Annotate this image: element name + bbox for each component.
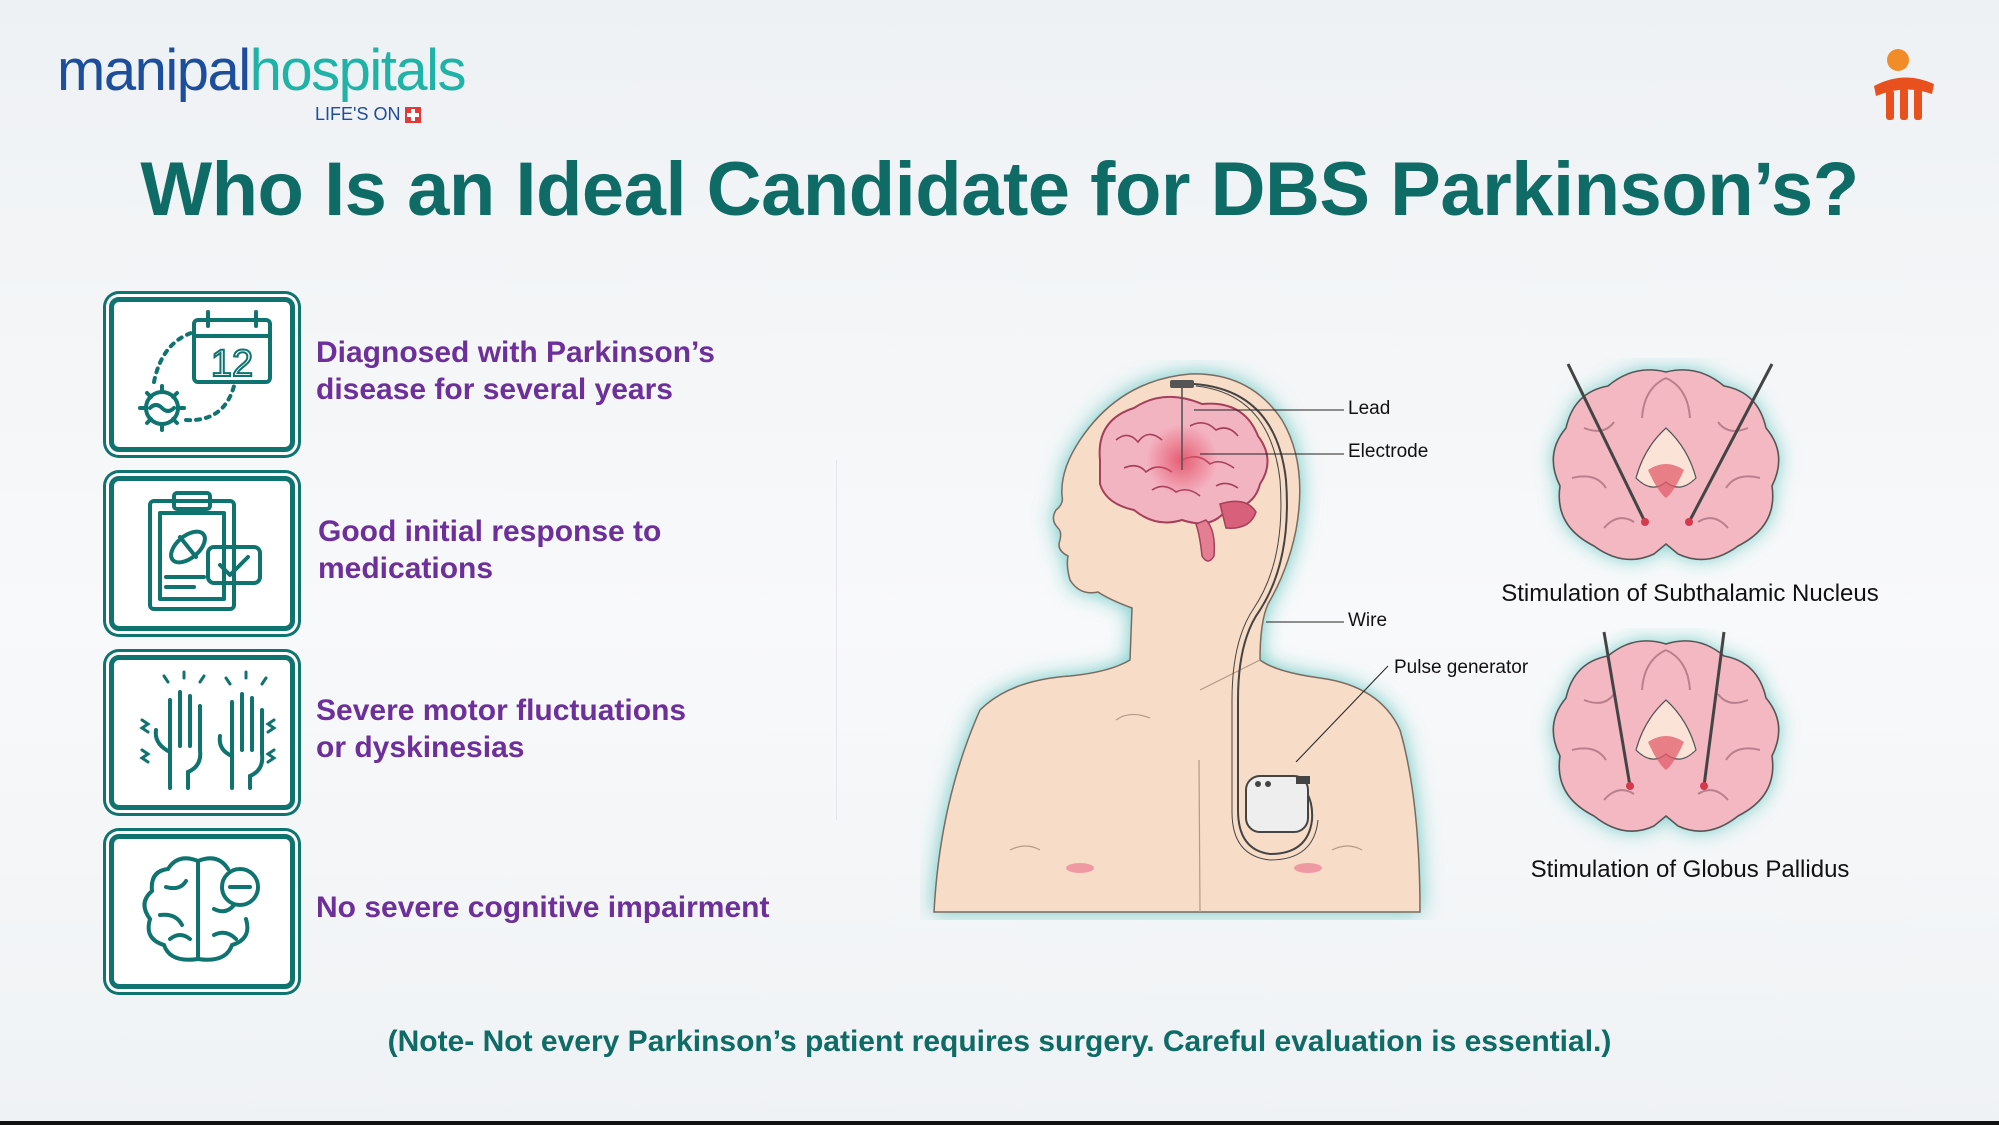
trembling-hands-icon <box>139 670 277 790</box>
footnote: (Note- Not every Parkinson’s patient req… <box>387 1025 1612 1058</box>
calendar-number: 12 <box>211 343 253 385</box>
label-pulse-generator: Pulse generator <box>1394 657 1529 678</box>
caption-gp: Stimulation of Globus Pallidus <box>1530 856 1850 883</box>
clipboard-pill-check-icon <box>148 491 262 611</box>
label-electrode: Electrode <box>1348 441 1429 462</box>
criterion-2-text: Good initial response to medications <box>318 513 838 587</box>
criterion-3-line2: or dyskinesias <box>316 731 525 764</box>
criterion-1-line2: disease for several years <box>316 373 673 406</box>
label-wire: Wire <box>1348 610 1388 631</box>
criterion-1-line1: Diagnosed with Parkinson’s <box>316 336 715 369</box>
criterion-2-line2: medications <box>318 552 494 585</box>
column-divider <box>836 460 837 820</box>
brand-tagline-row: LIFE'S ON <box>315 104 422 125</box>
stn-brain-section <box>1552 363 1780 561</box>
page-title: Who Is an Ideal Candidate for DBS Parkin… <box>140 147 1859 232</box>
criterion-2-line1: Good initial response to <box>318 515 662 548</box>
brand-name-part2: hospitals <box>249 38 467 103</box>
caption-stn: Stimulation of Subthalamic Nucleus <box>1501 580 1879 607</box>
brand-mark-icon <box>1874 49 1934 120</box>
gp-brain-section <box>1552 631 1780 832</box>
label-lead: Lead <box>1348 398 1391 419</box>
criterion-icon-box-4 <box>109 834 295 989</box>
criterion-4-line1: No severe cognitive impairment <box>316 891 770 924</box>
criterion-3-line1: Severe motor fluctuations <box>316 694 687 727</box>
red-cross-icon <box>405 106 422 123</box>
criterion-icon-box-1: 12 <box>109 297 295 452</box>
criterion-4-text: No severe cognitive impairment <box>316 889 836 926</box>
criterion-1-text: Diagnosed with Parkinson’s disease for s… <box>316 334 836 408</box>
criterion-icon-box-3 <box>109 655 295 810</box>
criterion-icon-box-2 <box>109 476 295 631</box>
brand-name-part1: manipal <box>57 38 251 103</box>
dbs-body-diagram <box>933 373 1421 913</box>
brand-logo: manipalhospitals <box>57 42 467 100</box>
criterion-3-text: Severe motor fluctuations or dyskinesias <box>316 692 836 766</box>
bottom-border <box>0 1121 1999 1125</box>
brain-minus-icon <box>142 856 260 962</box>
calendar-virus-icon: 12 <box>138 310 272 432</box>
brand-tagline: LIFE'S ON <box>315 104 401 124</box>
